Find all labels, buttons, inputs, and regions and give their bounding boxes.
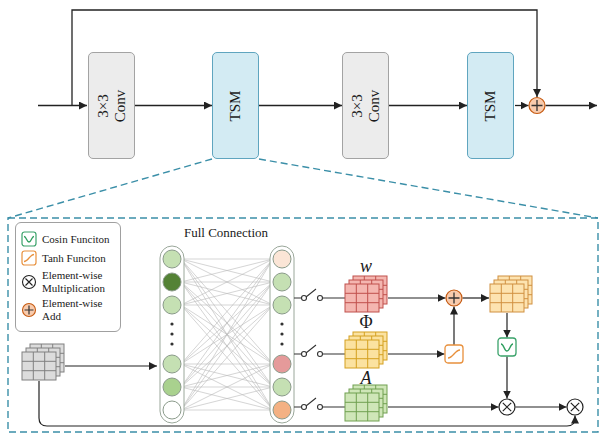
detail-frame [8,218,598,432]
legend-icon [21,231,37,247]
legend-icon [21,250,37,266]
layer-label: 3×3 Conv [348,86,383,126]
legend-entry: Tanh Funciton [21,250,117,266]
tsm-box: TSM [467,52,514,159]
legend-entry: Element-wise Multiplication [21,269,117,294]
sum-feature-map [490,276,532,312]
flow-arrow [135,105,212,106]
sum-arrow [515,105,529,106]
multiply-symbol [567,399,583,415]
legend-icon [21,274,37,290]
layer-label: TSM [227,86,244,126]
input-arrow [38,105,87,106]
layer-label: TSM [482,86,499,126]
w-feature-map [345,276,387,312]
output-arrow [546,105,598,106]
legend-entry: Element-wise Add [21,297,117,322]
flow-arrow [389,105,467,106]
flow-arrow [259,105,342,106]
zoom-lines [8,159,598,218]
fc-output-layer [270,246,294,423]
tanh-symbol [445,345,463,363]
legend-icon [21,302,37,318]
legend-entry: Cosin Funciton [21,231,117,247]
cosine-symbol [498,338,516,356]
multiply-symbol [499,399,515,415]
switches [294,289,345,410]
fc-input-layer [160,246,184,423]
conv-box: 3×3 Conv [88,52,135,159]
variable-label: Φ [359,312,372,333]
layer-label: 3×3 Conv [94,86,129,126]
legend-text: Tanh Funciton [42,252,117,265]
variable-label: A [361,368,372,389]
legend-text: Element-wise Multiplication [42,269,117,294]
legend-text: Cosin Funciton [42,233,117,246]
tsm-box: TSM [212,52,259,159]
add-symbol [529,98,545,114]
add-symbol [446,290,462,306]
phi-feature-map [345,332,387,368]
fc-weights [181,259,273,410]
input-feature-map [22,344,64,380]
section-title: Full Connection [184,225,268,241]
variable-label: w [360,256,372,277]
conv-box: 3×3 Conv [342,52,389,159]
a-feature-map [345,385,387,421]
legend-text: Element-wise Add [42,297,117,322]
legend: Cosin FuncitonTanh FuncitonElement-wise … [15,222,121,332]
